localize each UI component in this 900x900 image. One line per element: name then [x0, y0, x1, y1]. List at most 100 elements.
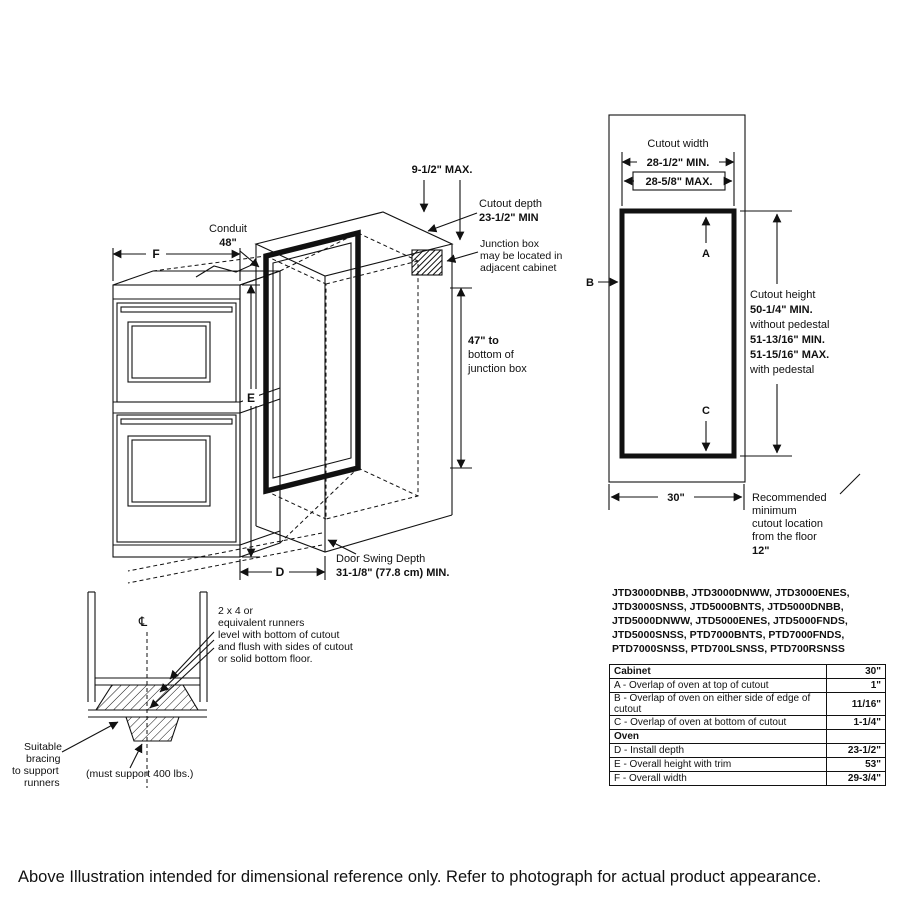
- junction-box: [411, 249, 443, 276]
- floor-location-note: from the floor: [752, 531, 817, 543]
- projection-lines: [127, 232, 359, 584]
- model-list-line: JTD5000SNSS, PTD7000BNTS, PTD7000FNDS,: [612, 629, 845, 641]
- table-row: E - Overall height with trim 53": [609, 757, 886, 772]
- overlap-b-label: B: [586, 277, 594, 289]
- spec-value: 30": [826, 664, 886, 679]
- floor-location-note: minimum: [752, 505, 797, 517]
- dim-d-label: D: [276, 565, 285, 579]
- model-list-line: JTD3000DNBB, JTD3000DNWW, JTD3000ENES,: [612, 587, 850, 599]
- runner-note: and flush with sides of cutout: [218, 641, 353, 653]
- bottom-width-value: 30": [667, 492, 684, 504]
- installation-diagram: F E D Conduit 48" 9-1/2" MAX. Cutout dep…: [12, 114, 861, 789]
- cutout-depth-label: Cutout depth: [479, 198, 542, 210]
- door-swing-value: 31-1/8" (77.8 cm) MIN.: [336, 567, 449, 579]
- lower-door-handle: [120, 418, 233, 425]
- bracing-note: bracing: [26, 753, 61, 765]
- spec-label: Cabinet: [609, 664, 827, 679]
- conduit-value: 48": [219, 237, 236, 249]
- spec-label: F - Overall width: [609, 771, 827, 786]
- cabinet-isometric: [254, 211, 454, 553]
- runner-note: level with bottom of cutout: [218, 629, 339, 641]
- table-row: A - Overlap of oven at top of cutout 1": [609, 678, 886, 693]
- cabinet-outline: [608, 114, 746, 483]
- cutout-width-label: Cutout width: [647, 138, 708, 150]
- upper-door: [116, 302, 237, 403]
- top-max-dimension: 9-1/2" MAX.: [412, 164, 473, 176]
- spec-value: [826, 729, 886, 744]
- oven-projection-dashed: [325, 260, 419, 520]
- upper-door-handle: [120, 306, 233, 313]
- overlap-c-label: C: [702, 405, 710, 417]
- cutout-height-max2: 51-15/16" MAX.: [750, 349, 829, 361]
- spec-label: E - Overall height with trim: [609, 757, 827, 772]
- bracing-note: Suitable: [24, 741, 62, 753]
- iso-dimension-lines: [112, 180, 479, 580]
- spec-label: B - Overlap of oven on either side of ed…: [609, 692, 827, 716]
- jbox-height-value: 47" to: [468, 335, 499, 347]
- spec-value: 1-1/4": [826, 715, 886, 730]
- runner: [94, 684, 199, 711]
- dimension-label-backgrounds: [146, 246, 289, 579]
- spec-label: C - Overlap of oven at bottom of cutout: [609, 715, 827, 730]
- cutout-width-max: 28-5/8" MAX.: [646, 176, 713, 188]
- model-list-line: PTD7000SNSS, PTD700LSNSS, PTD700RSNSS: [612, 643, 845, 655]
- conduit-label: Conduit: [209, 223, 247, 235]
- spec-label: Oven: [609, 729, 827, 744]
- junction-box-note: adjacent cabinet: [480, 262, 557, 274]
- floor-location-note: cutout location: [752, 518, 823, 530]
- door-swing-line: [127, 532, 323, 572]
- junction-box-note: Junction box: [480, 238, 540, 250]
- bracing: [125, 716, 180, 742]
- runner-note: 2 x 4 or: [218, 605, 254, 617]
- cutout-opening: [619, 208, 737, 459]
- cutout-front-view: Cutout width 28-1/2" MIN. 28-5/8" MAX. A…: [586, 114, 861, 557]
- table-row: B - Overlap of oven on either side of ed…: [609, 692, 886, 716]
- spec-value: 1": [826, 678, 886, 693]
- upper-door-window: [127, 321, 211, 383]
- junction-box-note: may be located in: [480, 250, 562, 262]
- bracing-note: to support: [12, 765, 59, 777]
- runner-note: equivalent runners: [218, 617, 304, 629]
- support-note: (must support 400 lbs.): [86, 768, 193, 780]
- model-list-line: JTD5000DNWW, JTD5000ENES, JTD5000FNDS,: [612, 615, 848, 627]
- footer-note: Above Illustration intended for dimensio…: [18, 868, 822, 886]
- bracing-note: runners: [24, 777, 60, 789]
- lower-door: [116, 414, 237, 543]
- dim-e-label: E: [247, 391, 255, 405]
- cutout-height-min1: 50-1/4" MIN.: [750, 304, 813, 316]
- runner-note: or solid bottom floor.: [218, 653, 313, 665]
- spec-value: 23-1/2": [826, 743, 886, 758]
- floor-location-note: Recommended: [752, 492, 827, 504]
- model-list: JTD3000DNBB, JTD3000DNWW, JTD3000ENES, J…: [612, 586, 850, 656]
- cutout-depth-value: 23-1/2" MIN: [479, 212, 539, 224]
- conduit-line: [195, 262, 257, 278]
- runner-diagram: ℄ 2 x 4 or equivalent runners level with…: [12, 591, 353, 789]
- jbox-height-note: junction box: [467, 363, 527, 375]
- spec-table: Cabinet 30" A - Overlap of oven at top o…: [609, 664, 886, 786]
- spec-value: 53": [826, 757, 886, 772]
- double-oven: [112, 270, 281, 558]
- iso-annotations: F E D Conduit 48" 9-1/2" MAX. Cutout dep…: [152, 164, 562, 579]
- table-row: C - Overlap of oven at bottom of cutout …: [609, 715, 886, 730]
- spec-label: D - Install depth: [609, 743, 827, 758]
- cutout-height-label: Cutout height: [750, 289, 815, 301]
- cutout-height-note1: without pedestal: [749, 319, 830, 331]
- table-row: Oven: [609, 729, 886, 744]
- cutout-width-min: 28-1/2" MIN.: [647, 157, 710, 169]
- centerline-symbol: ℄: [138, 614, 148, 629]
- table-row: Cabinet 30": [609, 664, 886, 679]
- door-swing-label: Door Swing Depth: [336, 553, 425, 565]
- dim-f-label: F: [152, 247, 159, 261]
- spec-label: A - Overlap of oven at top of cutout: [609, 678, 827, 693]
- lower-door-window: [127, 435, 211, 507]
- cutout-height-min2: 51-13/16" MIN.: [750, 334, 825, 346]
- floor-location-value: 12": [752, 545, 769, 557]
- overlap-a-label: A: [702, 248, 710, 260]
- door-swing-line: [127, 544, 323, 584]
- jbox-height-note: bottom of: [468, 349, 515, 361]
- table-row: F - Overall width 29-3/4": [609, 771, 886, 786]
- model-list-line: JTD3000SNSS, JTD5000BNTS, JTD5000DNBB,: [612, 601, 844, 613]
- table-row: D - Install depth 23-1/2": [609, 743, 886, 758]
- spec-value: 11/16": [826, 692, 886, 716]
